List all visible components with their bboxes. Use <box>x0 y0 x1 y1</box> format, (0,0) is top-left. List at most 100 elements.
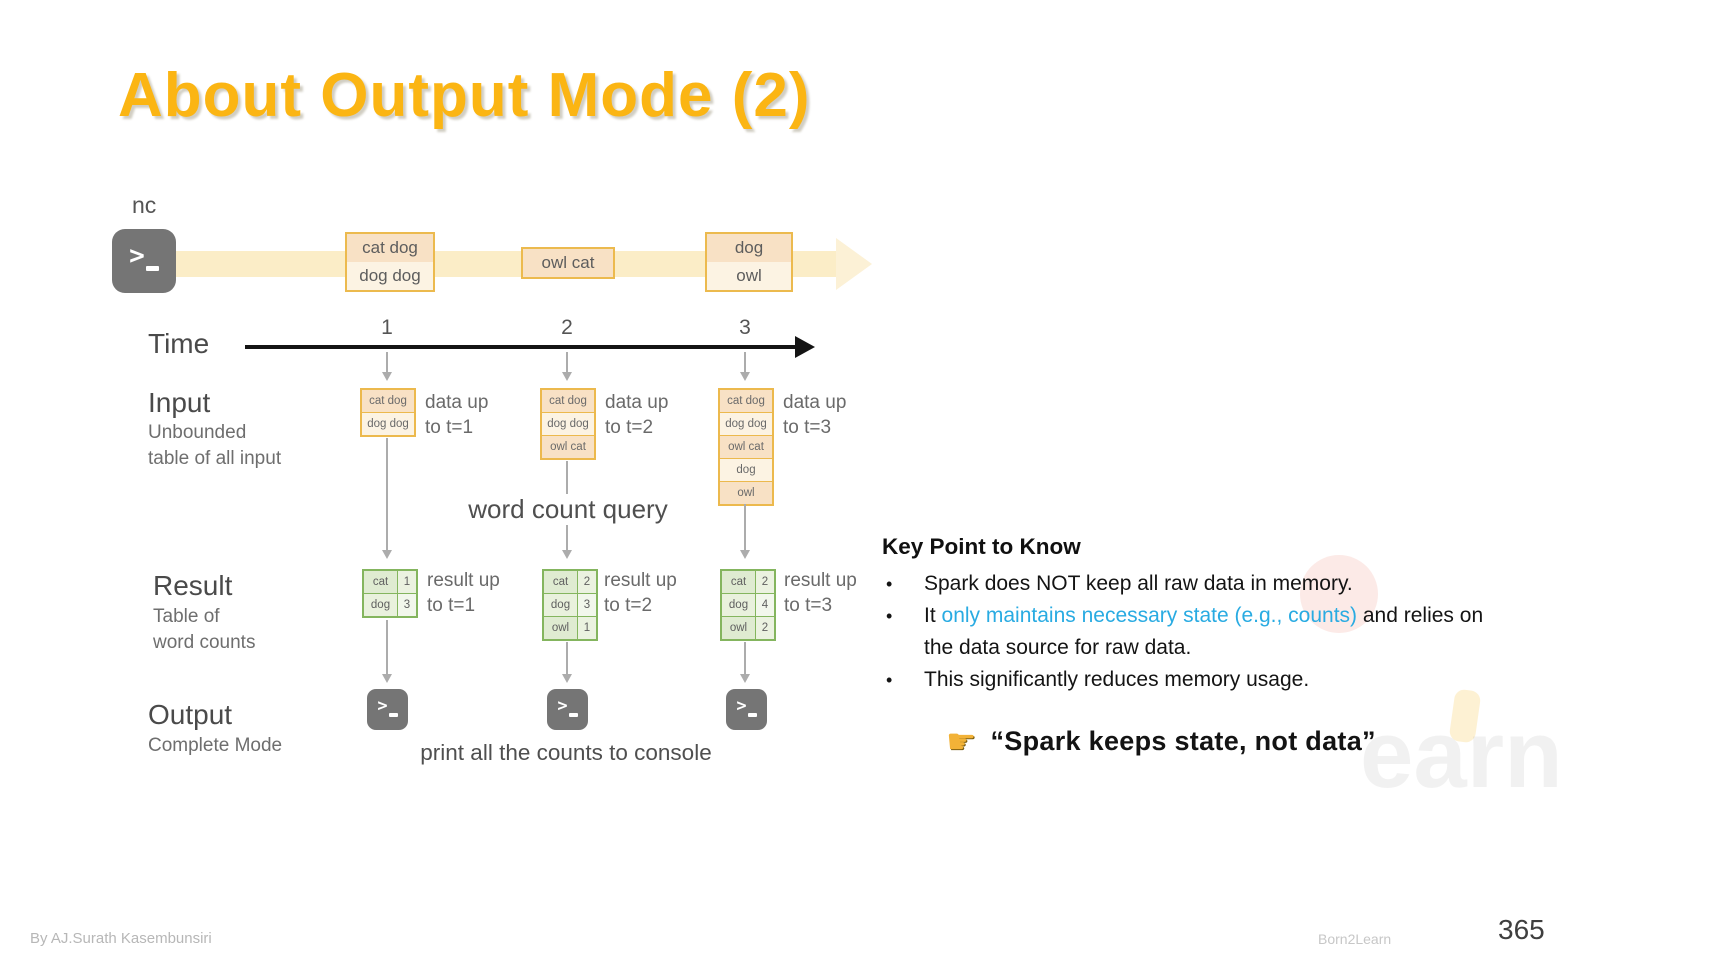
time-tick-1: 1 <box>381 316 393 339</box>
terminal-underscore <box>145 265 159 271</box>
stream-row: owl cat <box>523 249 613 277</box>
terminal-icon: > <box>367 689 408 730</box>
input-caption-t3: data up to t=3 <box>783 392 847 438</box>
bullet-icon: • <box>886 606 893 626</box>
input-cell: dog dog <box>542 413 594 436</box>
arrow-down <box>562 352 572 381</box>
time-axis-label: Time <box>148 328 210 359</box>
result-cell: owl <box>722 617 755 639</box>
terminal-underscore <box>747 712 757 717</box>
time-axis-arrowhead <box>795 336 815 358</box>
arrow-down <box>740 642 750 683</box>
stream-source-label: nc <box>132 192 157 218</box>
key-point-text: This significantly reduces memory usage. <box>924 664 1309 696</box>
bullet-text: This significantly reduces memory usage. <box>924 668 1310 691</box>
input-cell: owl cat <box>720 436 772 459</box>
terminal-chevron: > <box>377 696 388 716</box>
input-cell: dog <box>720 459 772 482</box>
input-cell: cat dog <box>362 390 414 413</box>
result-cell: cat <box>544 571 577 593</box>
terminal-underscore <box>388 712 398 717</box>
terminal-chevron: > <box>736 696 747 716</box>
input-cell: cat dog <box>542 390 594 413</box>
result-cell: 3 <box>398 594 416 616</box>
input-section-label: Input <box>148 387 211 418</box>
result-cell: 2 <box>578 571 596 593</box>
result-table-t2: cat 2 dog 3 owl 1 <box>542 569 598 641</box>
terminal-underscore <box>568 712 578 717</box>
result-cell: cat <box>364 571 397 593</box>
stream-row: dog <box>707 234 791 262</box>
terminal-chevron: > <box>129 241 145 271</box>
result-table-t1: cat 1 dog 3 <box>362 569 418 618</box>
result-section-sublabel: Table of word counts <box>153 606 256 653</box>
result-caption-t3: result up to t=3 <box>784 570 857 616</box>
input-caption-t2: data up to t=2 <box>605 392 669 438</box>
result-cell: 1 <box>398 571 416 593</box>
output-section-label: Output <box>148 699 233 730</box>
query-label: word count query <box>458 494 678 525</box>
pointing-hand-icon: ☛ <box>946 722 977 761</box>
bullet-highlight: only maintains necessary state (e.g., co… <box>941 604 1358 627</box>
key-point-bullet-2: • It only maintains necessary state (e.g… <box>882 600 1497 664</box>
time-tick-3: 3 <box>739 316 751 339</box>
terminal-icon: > <box>112 229 176 293</box>
input-table-t1: cat dog dog dog <box>360 388 416 437</box>
input-cell: owl cat <box>542 436 594 458</box>
arrow-down <box>740 504 750 559</box>
arrow-down <box>382 620 392 683</box>
page-number: 365 <box>1498 914 1545 945</box>
bullet-text: Spark does NOT keep all raw data in memo… <box>924 572 1353 595</box>
stream-batch-3: dog owl <box>705 232 793 292</box>
result-section-label: Result <box>153 570 233 601</box>
result-cell: owl <box>544 617 577 639</box>
quote-text: “Spark keeps state, not data” <box>990 726 1376 756</box>
stream-batch-1: cat dog dog dog <box>345 232 435 292</box>
footer-author: By AJ.Surath Kasembunsiri <box>30 930 212 947</box>
key-points-heading: Key Point to Know <box>882 534 1081 559</box>
result-cell: 1 <box>578 617 596 639</box>
input-table-t3: cat dog dog dog owl cat dog owl <box>718 388 774 506</box>
quote-row: ☛ “Spark keeps state, not data” <box>946 722 1376 761</box>
result-caption-t2: result up to t=2 <box>604 570 677 616</box>
key-point-bullet-3: • This significantly reduces memory usag… <box>882 664 1497 696</box>
arrow-down <box>382 352 392 381</box>
stream-row: dog dog <box>347 262 433 290</box>
slide-title: About Output Mode (2) <box>118 61 811 130</box>
key-points-panel: Key Point to Know • Spark does NOT keep … <box>882 534 1497 696</box>
output-section-sublabel: Complete Mode <box>148 735 283 756</box>
output-caption: print all the counts to console <box>420 740 712 765</box>
stream-band-arrowhead <box>836 238 872 290</box>
input-cell: cat dog <box>720 390 772 413</box>
terminal-icon: > <box>726 689 767 730</box>
result-cell: 4 <box>756 594 774 616</box>
input-caption-t1: data up to t=1 <box>425 392 489 438</box>
result-caption-t1: result up to t=1 <box>427 570 500 616</box>
input-section-sublabel: Unbounded table of all input <box>148 422 282 469</box>
key-point-text: Spark does NOT keep all raw data in memo… <box>924 568 1353 600</box>
footer-brand: Born2Learn <box>1318 931 1392 947</box>
result-table-t3: cat 2 dog 4 owl 2 <box>720 569 776 641</box>
stream-row: owl <box>707 262 791 290</box>
arrow-down <box>562 642 572 683</box>
time-axis-line <box>245 345 797 349</box>
stream-batch-2: owl cat <box>521 247 615 279</box>
input-cell: owl <box>720 482 772 504</box>
result-cell: dog <box>364 594 397 616</box>
terminal-icon: > <box>547 689 588 730</box>
bullet-text: and relies on the data source for raw da… <box>924 604 1484 659</box>
input-cell: dog dog <box>362 413 414 435</box>
stream-row: cat dog <box>347 234 433 262</box>
watermark-text: earn <box>1360 701 1563 808</box>
arrow-down <box>740 352 750 381</box>
result-cell: 3 <box>578 594 596 616</box>
time-tick-2: 2 <box>561 316 573 339</box>
bullet-icon: • <box>886 574 893 594</box>
result-cell: cat <box>722 571 755 593</box>
result-cell: dog <box>722 594 755 616</box>
watermark-circle <box>1300 555 1378 633</box>
bullet-icon: • <box>886 670 893 690</box>
result-cell: 2 <box>756 571 774 593</box>
key-point-text: It only maintains necessary state (e.g.,… <box>924 600 1497 664</box>
